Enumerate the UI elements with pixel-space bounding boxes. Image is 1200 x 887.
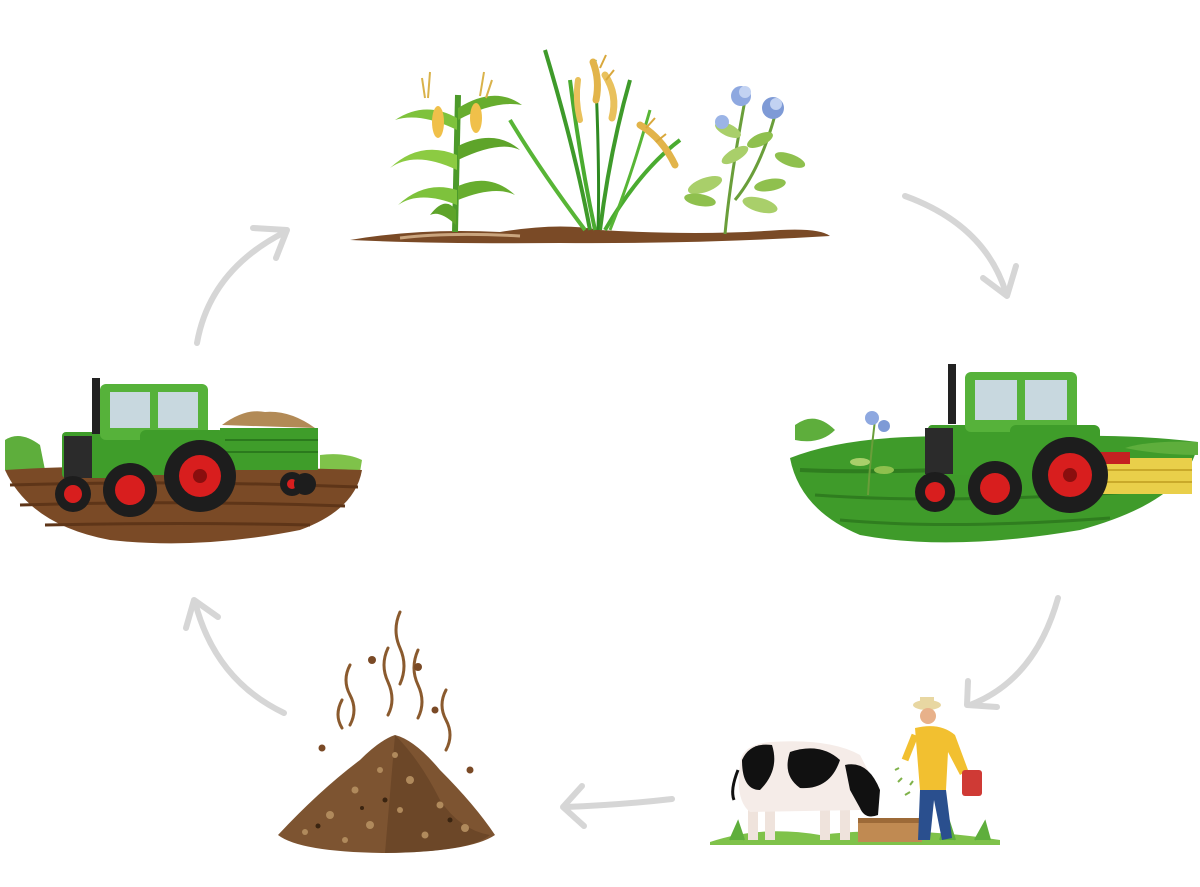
flowering-plant-icon bbox=[684, 86, 806, 235]
arrow-crops-to-harvest bbox=[902, 193, 1019, 299]
steam-icon bbox=[336, 610, 452, 752]
corn-plant-icon bbox=[390, 71, 522, 233]
arrow-feeding-to-manure bbox=[560, 783, 675, 829]
arrow-harvest-to-feeding bbox=[964, 595, 1061, 710]
tractor-wheel-icon bbox=[915, 437, 1108, 515]
tractor-mowing-illustration bbox=[790, 364, 1198, 543]
farmer-feeding-cow-illustration bbox=[710, 697, 1000, 845]
arrow-manure-to-spreading bbox=[183, 597, 287, 716]
arrow-spreading-to-crops bbox=[194, 225, 290, 346]
manure-pile-illustration bbox=[278, 610, 495, 853]
tractor-spreading-manure-illustration bbox=[5, 378, 362, 544]
grain-plant-icon bbox=[508, 49, 682, 232]
farmer-icon bbox=[901, 697, 982, 840]
crops-illustration bbox=[350, 49, 830, 244]
cow-icon bbox=[731, 741, 880, 840]
tractor-wheel-icon bbox=[55, 440, 236, 517]
